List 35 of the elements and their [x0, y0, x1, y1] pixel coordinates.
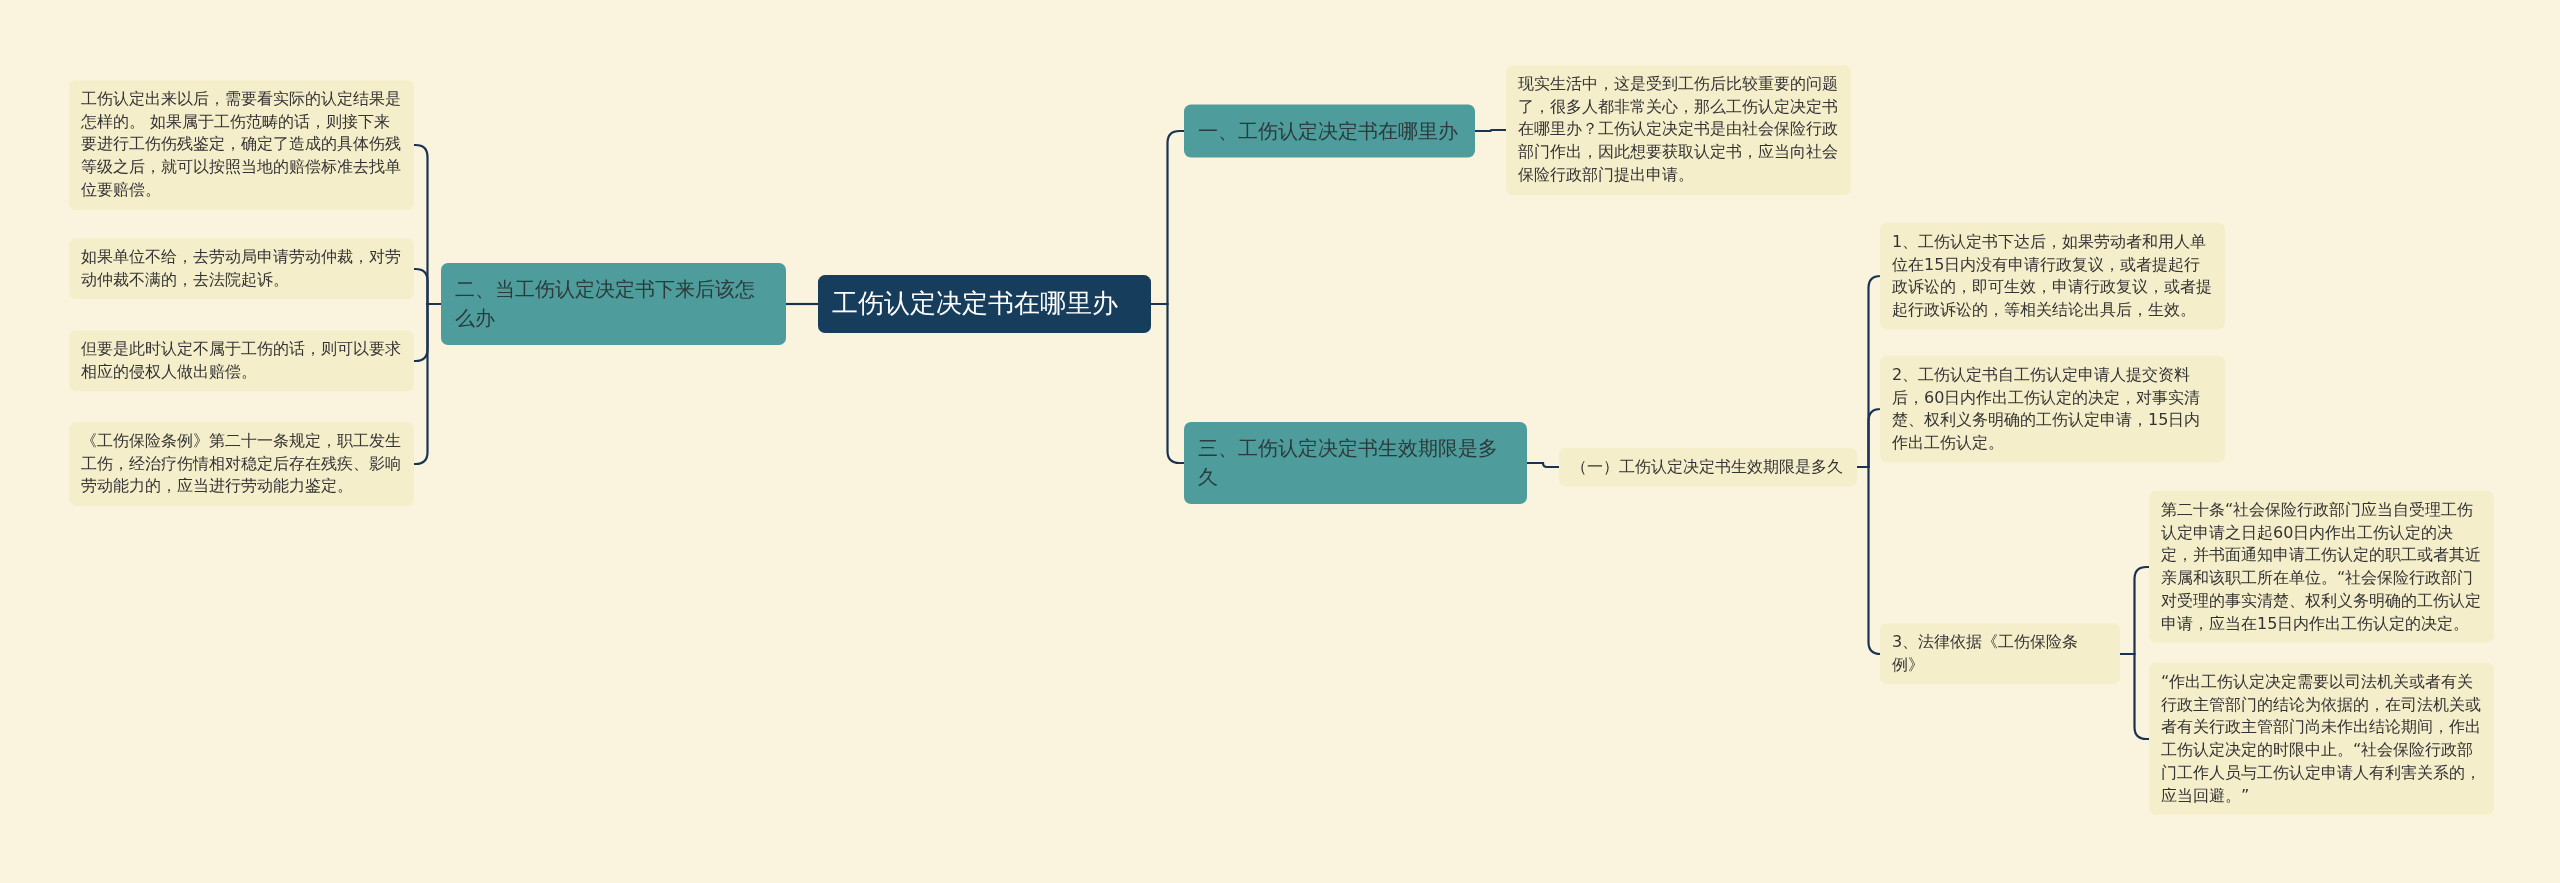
topic-text: 工伤认定决定书在哪里办	[832, 287, 1119, 321]
text-card	[2149, 490, 2494, 644]
branch-topic	[1184, 422, 1527, 504]
topic-text: 但要是此时认定不属于工伤的话，则可以要求相应的侵权人做出赔偿。	[81, 338, 402, 383]
connector-line	[786, 302, 818, 306]
topic-text: “作出工伤认定决定需要以司法机关或者有关行政主管部门的结论为依据的，在司法机关或者有关行政主管部门尚未作出结论期间，作出工伤认定决定的时限中止。“社会保险行政部门工作人员与工伤认定申请人有利害关系的，应当回避。”	[2161, 670, 2482, 807]
central-topic	[818, 275, 1151, 333]
connector-line	[413, 302, 441, 466]
topic-text: 如果单位不给，去劳动局申请劳动仲裁，对劳动仲裁不满的，去法院起诉。	[81, 246, 402, 291]
topic-text: 《工伤保险条例》第二十一条规定，职工发生工伤，经治疗伤情相对稳定后存在残疾、影响劳动能力的，应当进行劳动能力鉴定。	[81, 429, 402, 498]
text-card	[69, 330, 414, 392]
topic-text: （一）工伤认定决定书生效期限是多久	[1571, 455, 1844, 478]
connector-line	[1857, 465, 1882, 656]
text-card	[1880, 623, 2120, 685]
topic-text: 3、法律依据《工伤保险条例》	[1892, 631, 2080, 676]
branch-topic	[1184, 104, 1475, 158]
topic-text: 三、工伤认定决定书生效期限是多久	[1198, 435, 1499, 491]
text-card	[69, 421, 414, 507]
topic-text: 现实生活中，这是受到工伤后比较重要的问题了，很多人都非常关心，那么工伤认定决定书在哪里办？工伤认定决定书是由社会保险行政部门作出，因此想要获取认定书，应当向社会保险行政部门提出申请。	[1518, 73, 1839, 187]
topic-text: 一、工伤认定决定书在哪里办	[1198, 117, 1459, 145]
topic-text: 工伤认定出来以后，需要看实际的认定结果是怎样的。 如果属于工伤范畴的话，则接下来要进行工伤伤残鉴定，确定了造成的具体伤残等级之后，就可以按照当地的赔偿标准去找单位要赔偿。	[81, 88, 402, 202]
topic-text: 第二十条“社会保险行政部门应当自受理工伤认定申请之日起60日内作出工伤认定的决定，并书面通知申请工伤认定的职工或者其近亲属和该职工所在单位。“社会保险行政部门对受理的事实清楚、权利义务明确的工伤认定申请，应当在15日内作出工伤认定的决定。	[2161, 498, 2482, 635]
text-card	[69, 80, 414, 210]
connector-line	[1475, 128, 1506, 133]
branch-topic	[441, 263, 786, 345]
text-card	[1880, 222, 2225, 330]
text-card	[2149, 662, 2494, 816]
topic-text: 2、工伤认定书自工伤认定申请人提交资料后，60日内作出工伤认定的决定，对事实清楚、权利义务明确的工伤认定申请，15日内作出工伤认定。	[1892, 363, 2202, 454]
text-card	[69, 238, 414, 300]
text-card	[1880, 355, 2225, 463]
connector-line	[1527, 461, 1559, 469]
topic-text: 1、工伤认定书下达后，如果劳动者和用人单位在15日内没有申请行政复议，或者提起行政诉讼的，即可生效，申请行政复议，或者提起行政诉讼的，等相关结论出具后，生效。	[1892, 230, 2213, 321]
topic-text: 二、当工伤认定决定书下来后该怎么办	[455, 276, 756, 332]
text-card	[1559, 447, 1857, 487]
text-card	[1506, 65, 1851, 195]
